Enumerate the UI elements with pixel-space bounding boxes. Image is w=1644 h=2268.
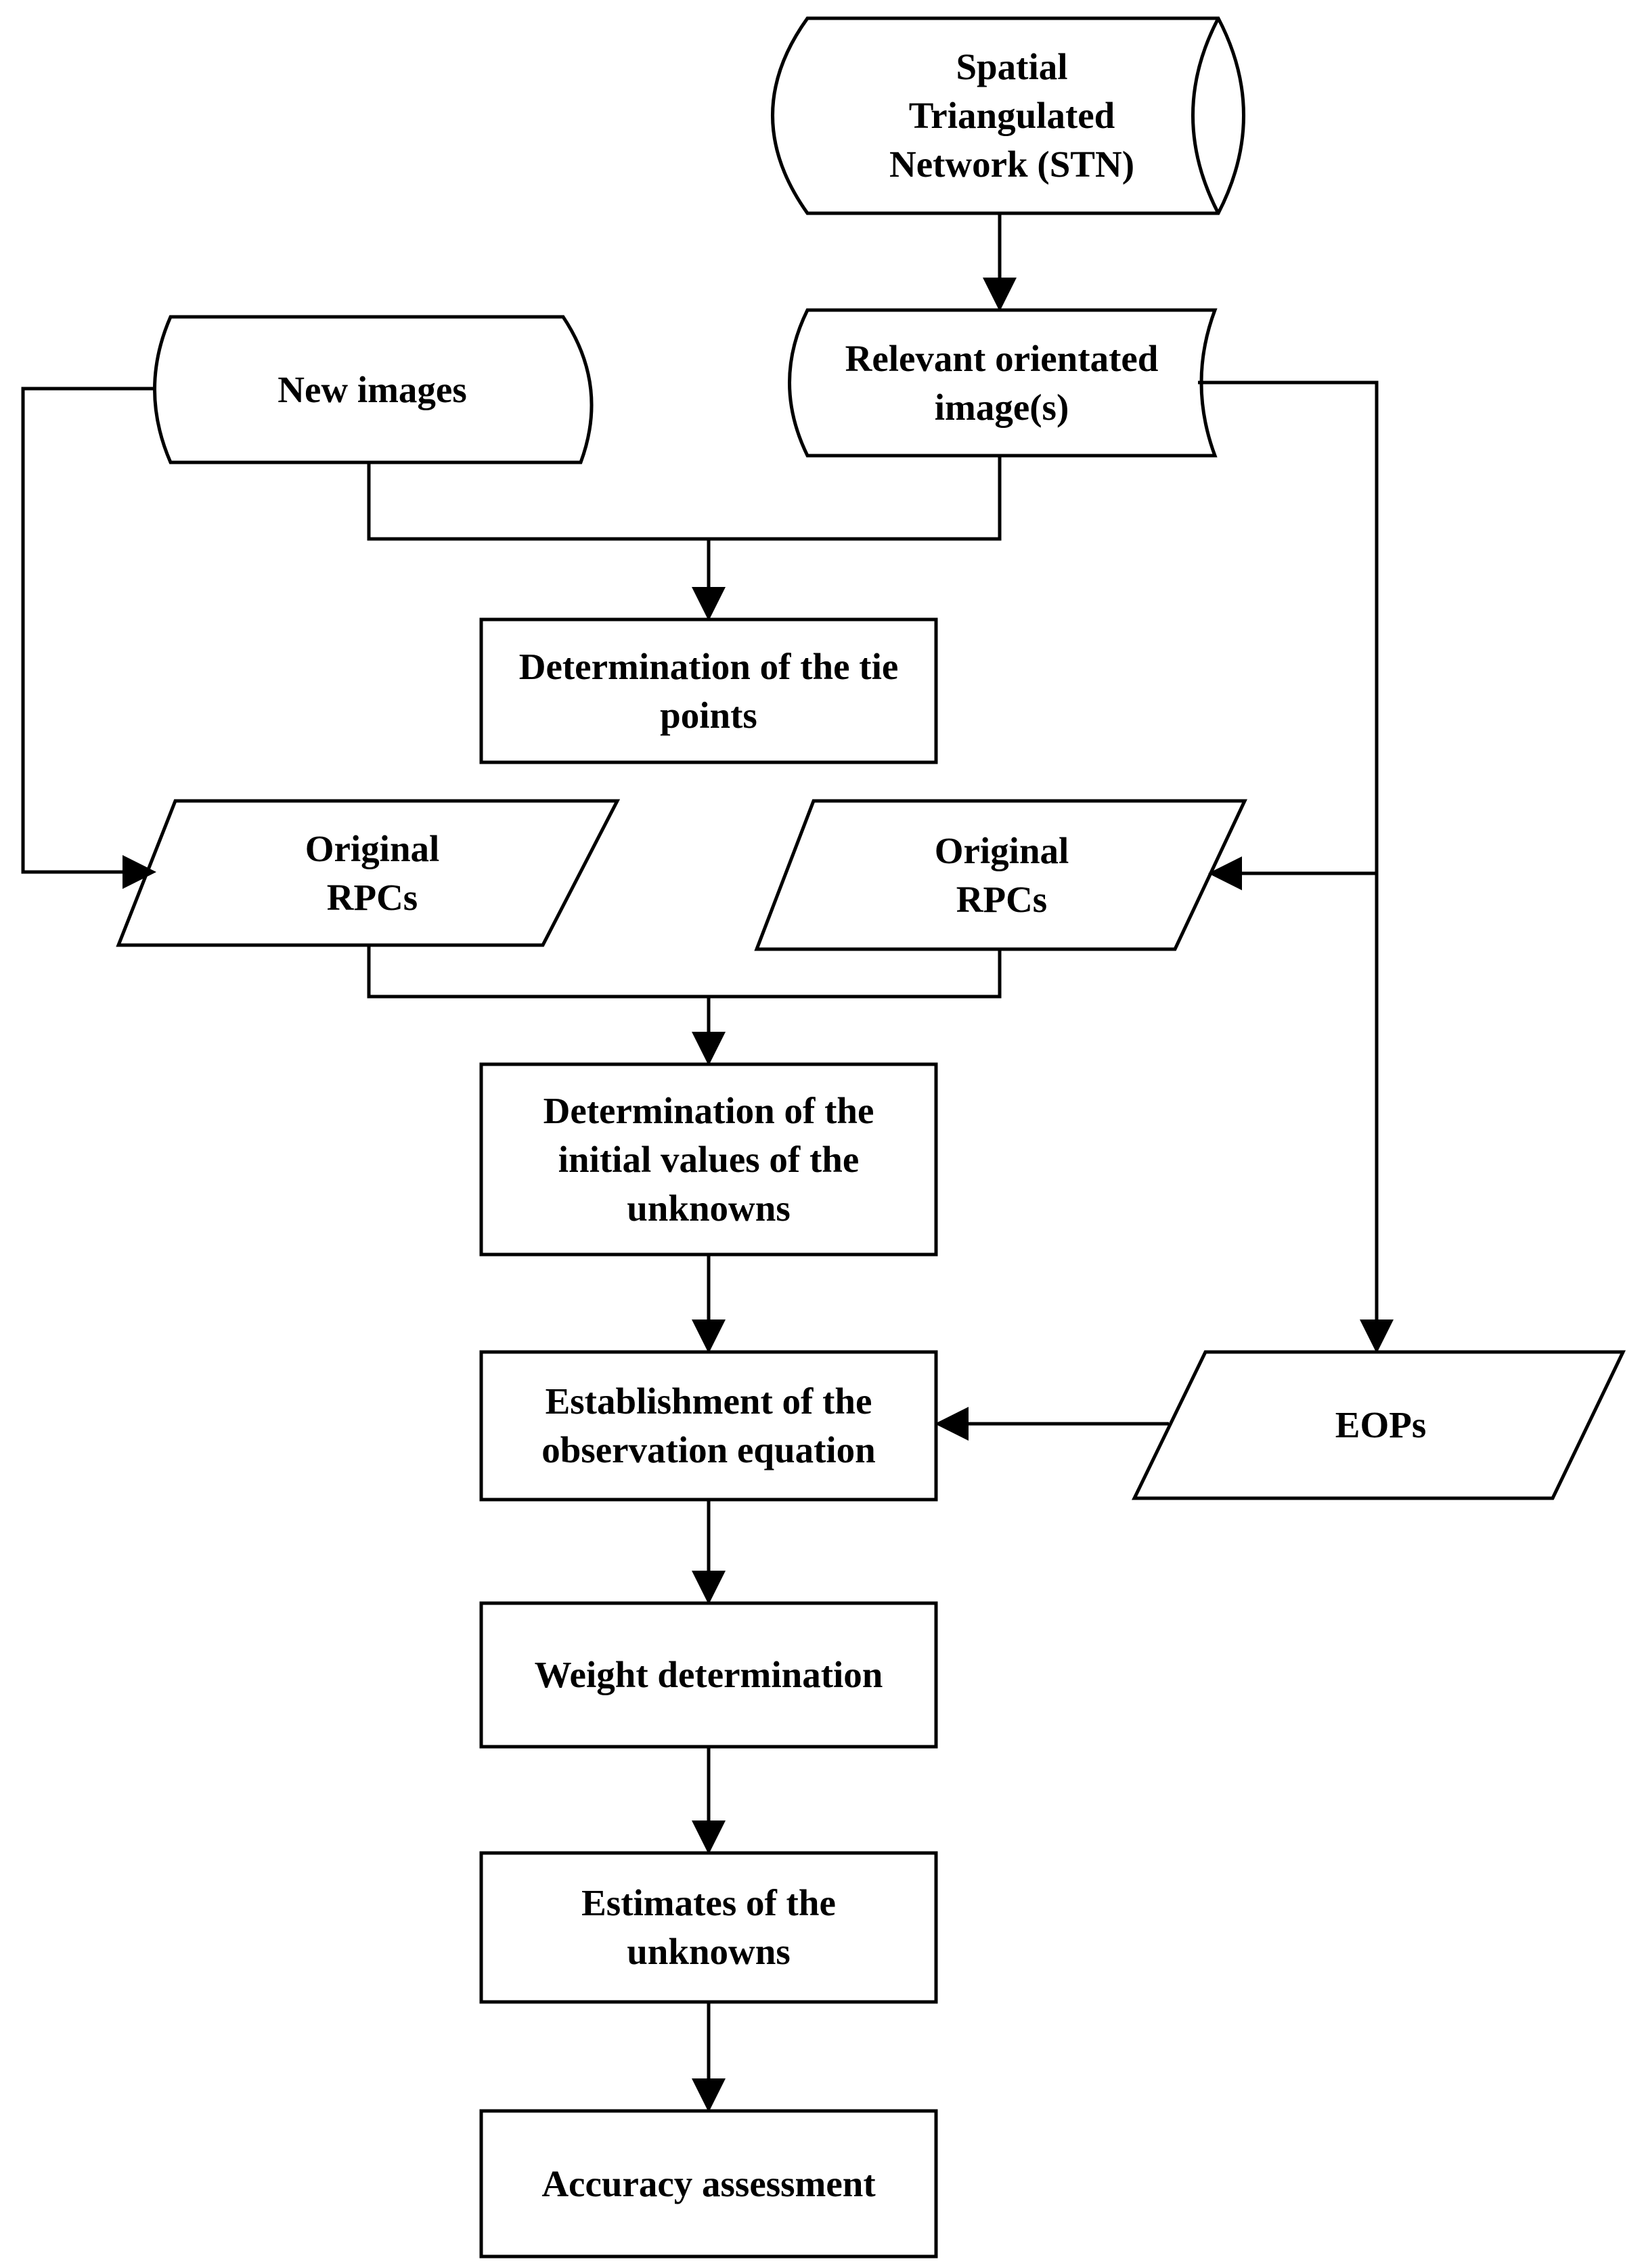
edge-relevant-to-tie-points: [709, 456, 1002, 541]
stn-storage-back-curve: [1191, 17, 1220, 215]
stn-label: Spatial Triangulated Network (STN): [889, 46, 1135, 185]
rpcs-right-parallelogram: [754, 799, 1247, 951]
observation-eq-label: Establishment of the observation equatio…: [541, 1380, 876, 1470]
new-images-storage-shape: [153, 315, 594, 464]
weight-label: Weight determination: [534, 1654, 883, 1695]
edge-relevant-to-eops: [1198, 380, 1394, 1353]
stn-storage-shape: [771, 16, 1245, 215]
edge-new-images-to-tie-points: [367, 462, 709, 541]
edge-rpcs-left-to-initial: [367, 945, 709, 999]
relevant-images-label: Relevant orientated image(s): [845, 337, 1159, 428]
accuracy-label: Accuracy assessment: [541, 2162, 876, 2204]
initial-values-label: Determination of the initial values of t…: [543, 1089, 874, 1229]
accuracy-box: [479, 2109, 938, 2259]
relevant-images-storage-shape: [788, 308, 1218, 458]
edge-new-images-to-rpcs-left: [21, 387, 156, 889]
edge-rpcs-right-to-initial: [709, 949, 1002, 999]
eops-label: EOPs: [1335, 1404, 1427, 1445]
eops-parallelogram: [1132, 1350, 1626, 1500]
tie-points-label: Determination of the tie points: [518, 645, 899, 736]
rpcs-left-label: Original RPCs: [305, 827, 440, 918]
estimates-box: [479, 1851, 938, 2004]
rpcs-right-label: Original RPCs: [934, 829, 1069, 920]
weight-box: [479, 1601, 938, 1749]
tie-points-box: [479, 617, 938, 764]
observation-eq-box: [479, 1350, 938, 1502]
new-images-label: New images: [277, 368, 467, 410]
estimates-label: Estimates of the unknowns: [581, 1882, 836, 1972]
rpcs-left-parallelogram: [116, 799, 621, 947]
